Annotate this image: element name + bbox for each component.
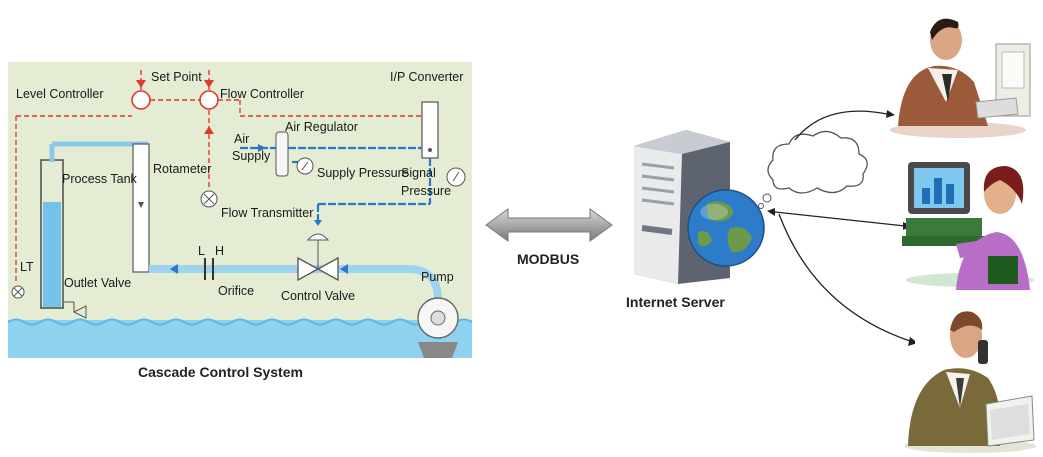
label-set-point: Set Point <box>151 70 202 84</box>
label-level-controller: Level Controller <box>16 87 104 101</box>
server-caption: Internet Server <box>626 294 725 310</box>
label-supply-pressure: Supply Pressure <box>317 166 409 180</box>
network-connections <box>758 110 915 346</box>
cascade-control-diagram: Level Controller Set Point Flow Controll… <box>8 62 472 358</box>
label-process-tank: Process Tank <box>62 172 137 186</box>
flow-controller-symbol <box>199 90 219 110</box>
label-signal: Signal <box>401 166 436 180</box>
cascade-caption: Cascade Control System <box>138 364 303 380</box>
label-ip-converter: I/P Converter <box>390 70 464 84</box>
modbus-double-arrow <box>485 208 613 242</box>
label-flow-transmitter: Flow Transmitter <box>221 206 314 220</box>
label-l: L <box>198 244 205 258</box>
label-air-regulator: Air Regulator <box>285 120 358 134</box>
level-controller-symbol <box>131 90 151 110</box>
label-rotameter: Rotameter <box>153 162 212 176</box>
label-outlet-valve: Outlet Valve <box>64 276 132 290</box>
cloud-icon <box>758 130 868 209</box>
user-phone-icon <box>904 311 1036 453</box>
user-laptop-icon <box>902 162 1034 290</box>
user-desktop-icon <box>890 18 1031 138</box>
signal-lines <box>15 70 432 282</box>
label-h: H <box>215 244 225 258</box>
pneumatic-lines <box>240 146 432 222</box>
main-pipe <box>149 265 442 301</box>
label-air: Air <box>234 132 250 146</box>
server-icon <box>634 130 765 284</box>
label-control-valve: Control Valve <box>281 289 356 303</box>
label-supply: Supply <box>232 149 271 163</box>
modbus-label: MODBUS <box>517 251 580 267</box>
outlet-valve-symbol <box>64 301 87 319</box>
label-lt: LT <box>20 260 34 274</box>
water-basin <box>8 320 472 358</box>
water-waves <box>8 318 472 326</box>
label-pump: Pump <box>421 270 454 284</box>
globe-icon <box>687 189 765 267</box>
label-orifice: Orifice <box>218 284 255 298</box>
control-valve-symbol <box>297 256 320 282</box>
air-regulator-symbol <box>275 131 289 177</box>
label-flow-controller: Flow Controller <box>220 87 305 101</box>
cascade-schematic <box>8 70 472 358</box>
label-pressure: Pressure <box>401 184 452 198</box>
